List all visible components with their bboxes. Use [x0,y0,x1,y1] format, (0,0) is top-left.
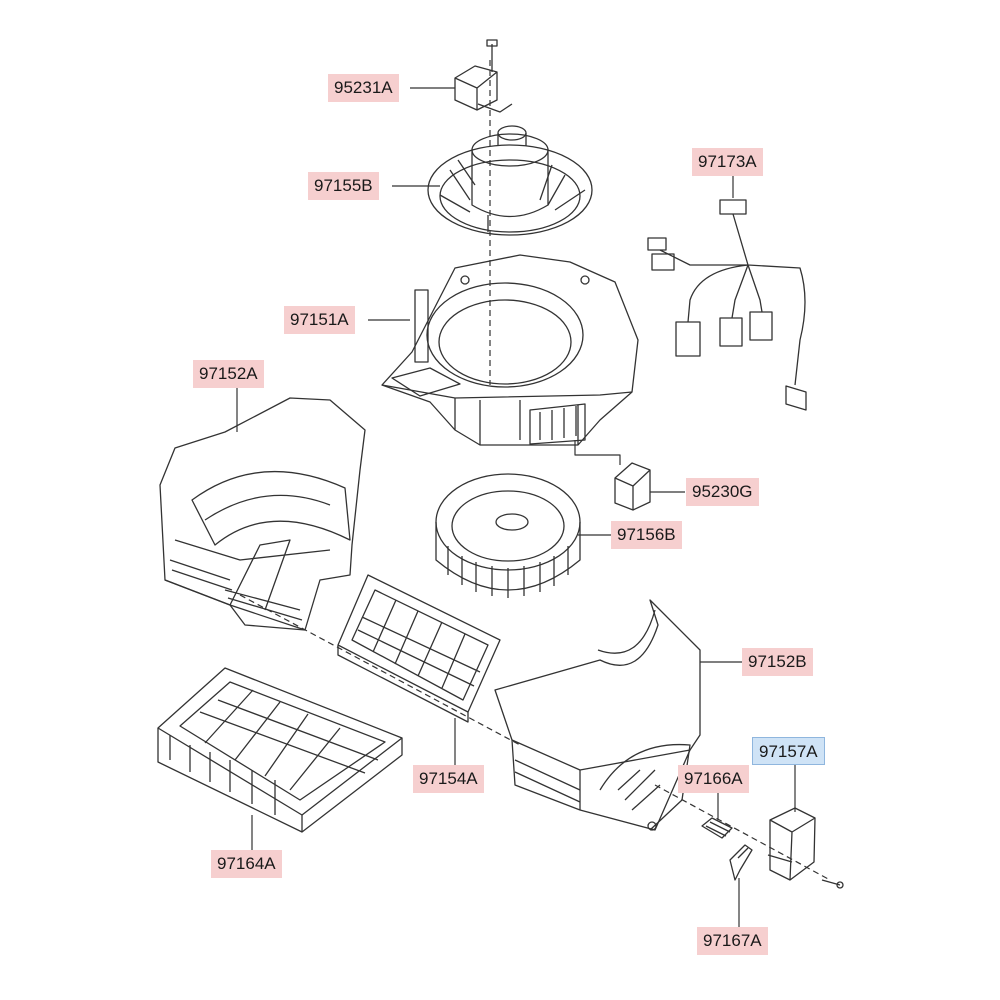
part-label-97173a[interactable]: 97173A [692,148,763,176]
actuator-97157a-drawing [767,807,844,889]
blower-motor-97155b-drawing [427,125,593,236]
cabin-filter-97164a-drawing [157,667,403,833]
upper-housing-97151a-drawing [381,254,639,446]
mesh-filter-97154a-drawing [337,574,501,723]
leader-lines [236,60,831,927]
part-label-97166a[interactable]: 97166A [678,765,749,793]
part-label-97164a[interactable]: 97164A [211,850,282,878]
small-parts-drawing [701,817,753,881]
part-label-97154a[interactable]: 97154A [413,765,484,793]
part-label-97167a[interactable]: 97167A [697,927,768,955]
part-label-97152b[interactable]: 97152B [742,648,813,676]
part-label-97155b[interactable]: 97155B [308,172,379,200]
wiring-harness-97173a-drawing [647,199,807,411]
left-case-97152a-drawing [159,397,366,631]
part-label-95230g[interactable]: 95230G [686,478,759,506]
right-case-97152b-drawing [494,599,701,831]
part-label-97152a[interactable]: 97152A [193,360,264,388]
part-label-95231a[interactable]: 95231A [328,74,399,102]
part-label-97151a[interactable]: 97151A [284,306,355,334]
relay-95231a-drawing [454,39,513,113]
blower-fan-97156b-drawing [435,473,581,598]
resistor-95230g-drawing [614,462,651,511]
part-label-97157a[interactable]: 97157A [752,737,825,765]
part-label-97156b[interactable]: 97156B [611,521,682,549]
